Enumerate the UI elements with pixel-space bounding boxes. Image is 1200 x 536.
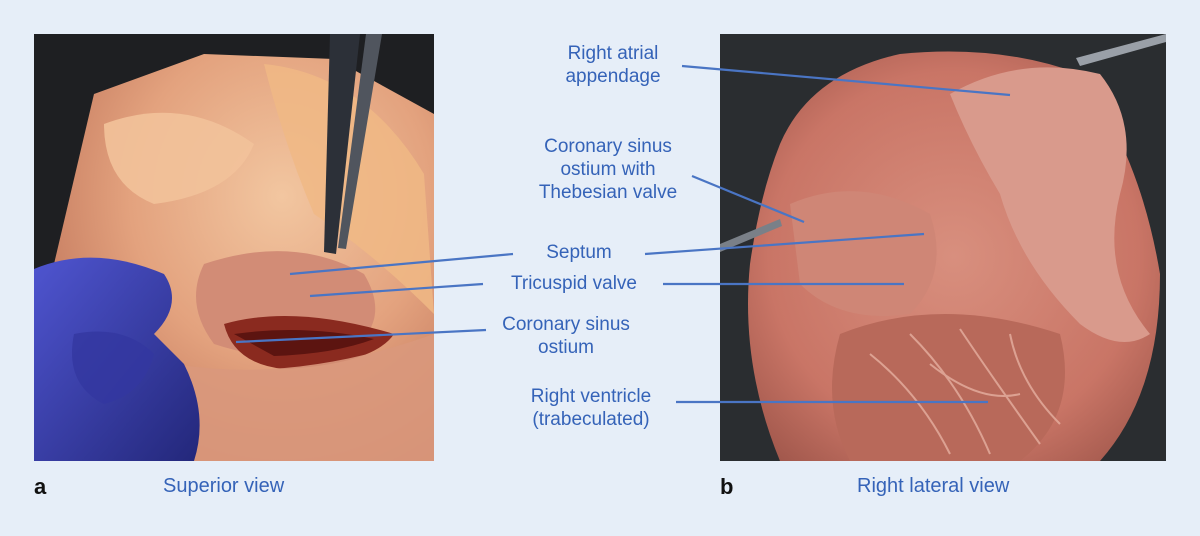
label-coronary-sinus-ostium: Coronary sinus ostium bbox=[502, 314, 630, 358]
photo-right-lateral-view bbox=[720, 34, 1166, 461]
label-right-atrial-appendage: Right atrial appendage bbox=[565, 43, 661, 87]
caption-right-lateral-view: Right lateral view bbox=[857, 475, 1010, 497]
panel-letter-b: b bbox=[720, 474, 734, 499]
caption-superior-view: Superior view bbox=[163, 475, 285, 497]
label-coronary-sinus-thebesian: Coronary sinus ostium with Thebesian val… bbox=[538, 136, 678, 203]
panel-letter-a: a bbox=[34, 474, 47, 499]
label-septum: Septum bbox=[546, 242, 612, 263]
photo-superior-view bbox=[34, 34, 434, 461]
label-tricuspid-valve: Tricuspid valve bbox=[510, 273, 637, 294]
label-right-ventricle: Right ventricle (trabeculated) bbox=[530, 386, 652, 430]
